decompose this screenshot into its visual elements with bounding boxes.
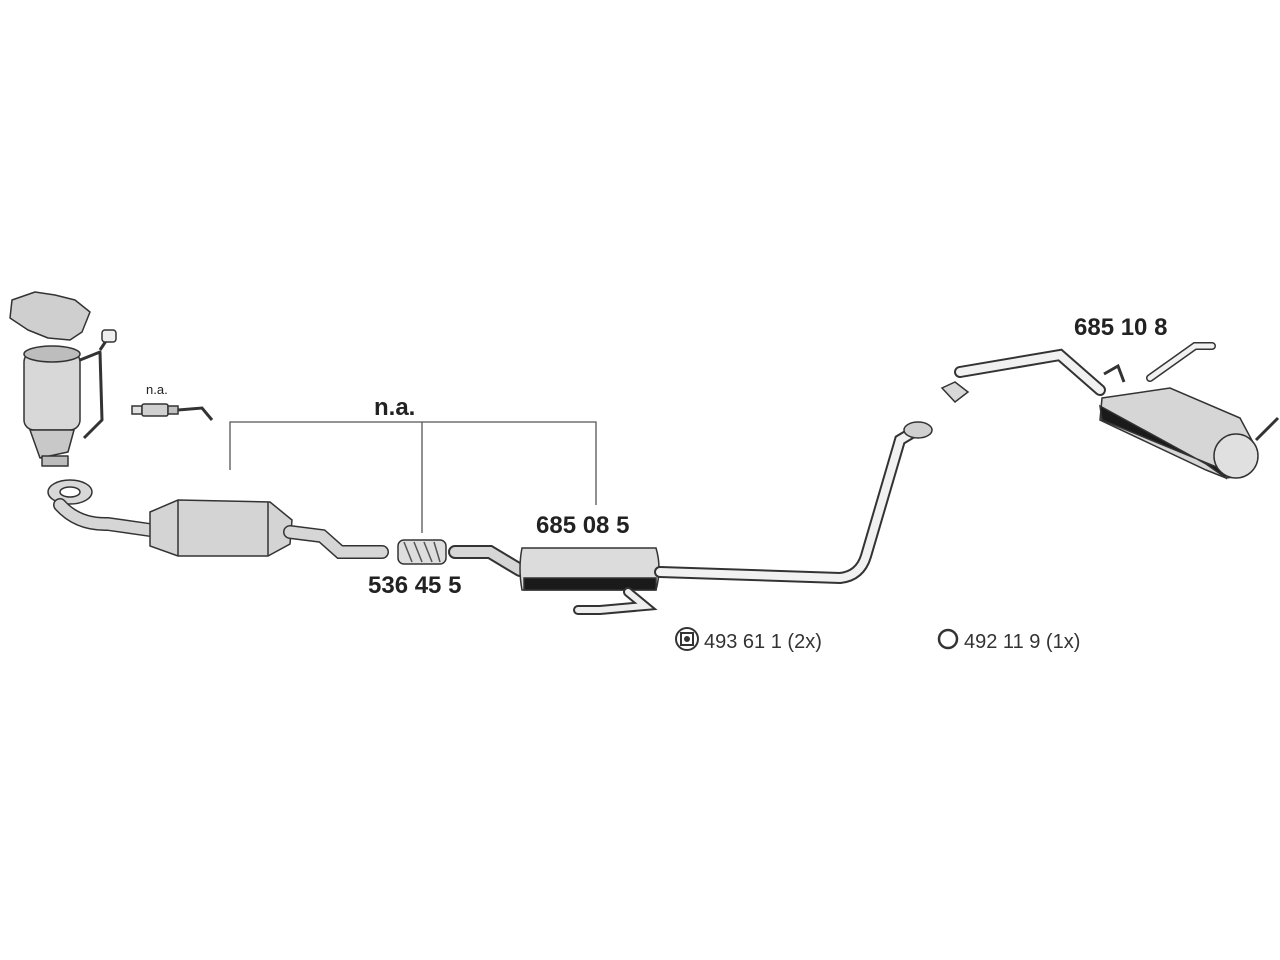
not-available-bracket <box>229 421 597 533</box>
rubber-hanger-part-number: 493 61 1 (2x) <box>704 631 822 653</box>
rear-silencer-part-number: 685 10 8 <box>1074 314 1168 341</box>
middle-silencer <box>448 421 933 615</box>
rubber-hanger-icon <box>675 627 699 651</box>
oxygen-sensor-label: n.a. <box>146 382 168 397</box>
rear-silencer <box>940 342 1280 480</box>
bracket-label: n.a. <box>374 394 416 421</box>
front-pipe-catalytic-converter <box>47 479 389 559</box>
ring-gasket-part-number: 492 11 9 (1x) <box>964 631 1081 653</box>
middle-silencer-part-number: 685 08 5 <box>536 512 630 539</box>
connector-part-number: 536 45 5 <box>368 572 462 599</box>
oxygen-sensor <box>131 403 214 421</box>
ring-gasket-icon <box>937 628 959 650</box>
connector-pipe <box>397 539 447 565</box>
exhaust-manifold-catalyst <box>9 291 117 467</box>
